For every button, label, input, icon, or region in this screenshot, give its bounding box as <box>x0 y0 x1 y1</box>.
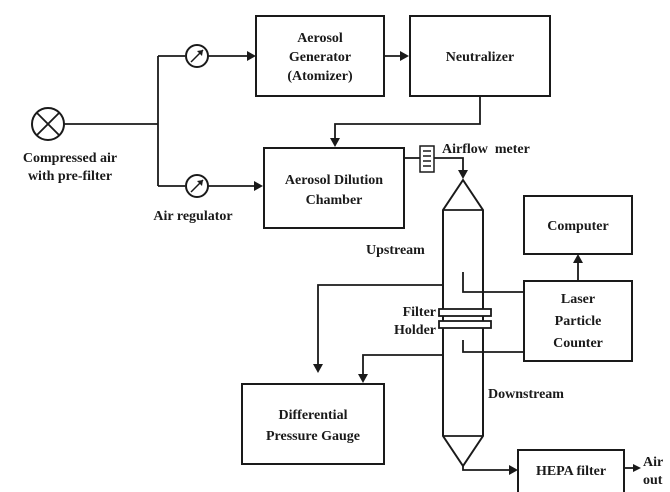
dilution-chamber-label-1: Aerosol Dilution <box>285 173 383 188</box>
air-out-label-1: Air <box>643 455 663 470</box>
arrow-to-gauge-right <box>358 374 368 383</box>
filter-holder-label-2: Holder <box>394 323 436 338</box>
pressure-gauge-label-2: Pressure Gauge <box>266 429 360 444</box>
downstream-pressure-line <box>362 354 443 374</box>
arrow-to-generator <box>247 51 256 61</box>
hepa-filter-label: HEPA filter <box>536 464 606 479</box>
particle-counter-label-1: Laser <box>561 292 595 307</box>
aerosol-generator-label-3: (Atomizer) <box>287 69 353 84</box>
arrow-to-gauge-left <box>313 364 323 373</box>
hepa-filter-box <box>517 449 625 492</box>
upstream-label: Upstream <box>366 243 425 258</box>
arrow-to-dilution-chamber <box>254 181 263 191</box>
upstream-sample-line <box>462 272 524 293</box>
arrow-to-dilution-chamber-top <box>330 138 340 147</box>
aerosol-generator-label-1: Aerosol <box>297 31 343 46</box>
arrow-to-test-column <box>458 170 468 179</box>
particle-counter-label-2: Particle <box>555 314 602 329</box>
arrow-to-hepa <box>509 465 518 475</box>
downstream-sample-line <box>462 340 524 353</box>
pressure-gauge-label-1: Differential <box>279 408 348 423</box>
compressed-air-label-2: with pre-filter <box>28 169 112 184</box>
neutralizer-label: Neutralizer <box>446 50 514 65</box>
neutralizer-box <box>409 15 551 97</box>
computer-label: Computer <box>547 219 608 234</box>
filter-holder-label-1: Filter <box>403 305 436 320</box>
lower-regulator-icon <box>185 174 209 198</box>
air-out-arrow <box>633 464 641 472</box>
upstream-pressure-line <box>317 284 443 364</box>
upper-regulator-icon <box>185 44 209 68</box>
aerosol-generator-box <box>255 15 385 97</box>
filter-holder-bottom-plate <box>438 320 492 329</box>
downstream-label: Downstream <box>488 387 564 402</box>
airflow-meter-label: Airflow meter <box>442 142 530 157</box>
particle-counter-label-3: Counter <box>553 336 603 351</box>
pressure-gauge-box <box>241 383 385 465</box>
airflow-meter-icon <box>419 145 435 173</box>
dilution-chamber-box <box>263 147 405 229</box>
dilution-chamber-label-2: Chamber <box>306 193 363 208</box>
particle-counter-box <box>523 280 633 362</box>
compressed-air-source-icon <box>31 107 65 141</box>
air-regulator-label: Air regulator <box>153 209 232 224</box>
aerosol-generator-label-2: Generator <box>289 50 351 65</box>
arrow-to-neutralizer <box>400 51 409 61</box>
air-out-label-2: out <box>643 473 663 488</box>
arrow-to-computer <box>573 254 583 263</box>
compressed-air-label-1: Compressed air <box>23 151 117 166</box>
filter-holder-top-plate <box>438 308 492 317</box>
